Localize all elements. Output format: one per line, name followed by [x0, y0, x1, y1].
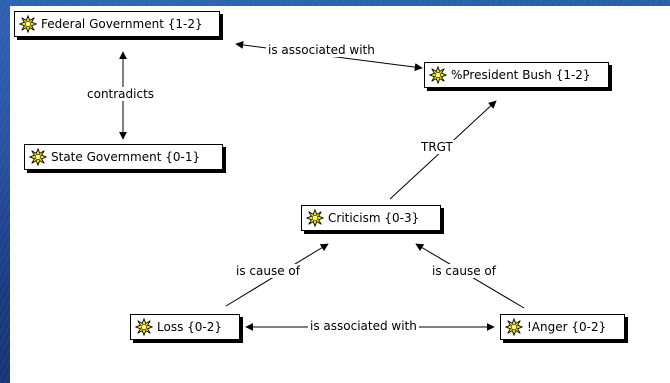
node-loss[interactable]: Loss {0-2}: [130, 314, 240, 340]
node-label: %President Bush {1-2}: [451, 68, 591, 82]
edge-label-federal-bush: is associated with: [266, 43, 377, 57]
concept-star-icon: [505, 318, 523, 336]
node-president-bush[interactable]: %President Bush {1-2}: [424, 62, 609, 88]
node-anger[interactable]: !Anger {0-2}: [500, 314, 625, 340]
concept-star-icon: [306, 209, 324, 227]
node-state-government[interactable]: State Government {0-1}: [24, 144, 223, 170]
edge-label-loss-criticism: is cause of: [234, 264, 302, 278]
node-federal-government[interactable]: Federal Government {1-2}: [14, 11, 220, 37]
node-label: State Government {0-1}: [51, 150, 201, 164]
concept-star-icon: [19, 15, 37, 33]
concept-star-icon: [29, 148, 47, 166]
node-label: Federal Government {1-2}: [41, 17, 203, 31]
node-criticism[interactable]: Criticism {0-3}: [301, 205, 441, 231]
concept-star-icon: [135, 318, 153, 336]
edge-label-anger-criticism: is cause of: [430, 264, 498, 278]
edge-label-loss-anger: is associated with: [308, 319, 419, 333]
concept-star-icon: [429, 66, 447, 84]
node-label: Criticism {0-3}: [328, 211, 420, 225]
node-label: Loss {0-2}: [157, 320, 223, 334]
edge-label-federal-state: contradicts: [85, 87, 157, 101]
node-label: !Anger {0-2}: [527, 320, 607, 334]
edge-label-criticism-bush: TRGT: [419, 140, 455, 154]
diagram-canvas: is associated with contradicts TRGT is c…: [10, 6, 670, 383]
